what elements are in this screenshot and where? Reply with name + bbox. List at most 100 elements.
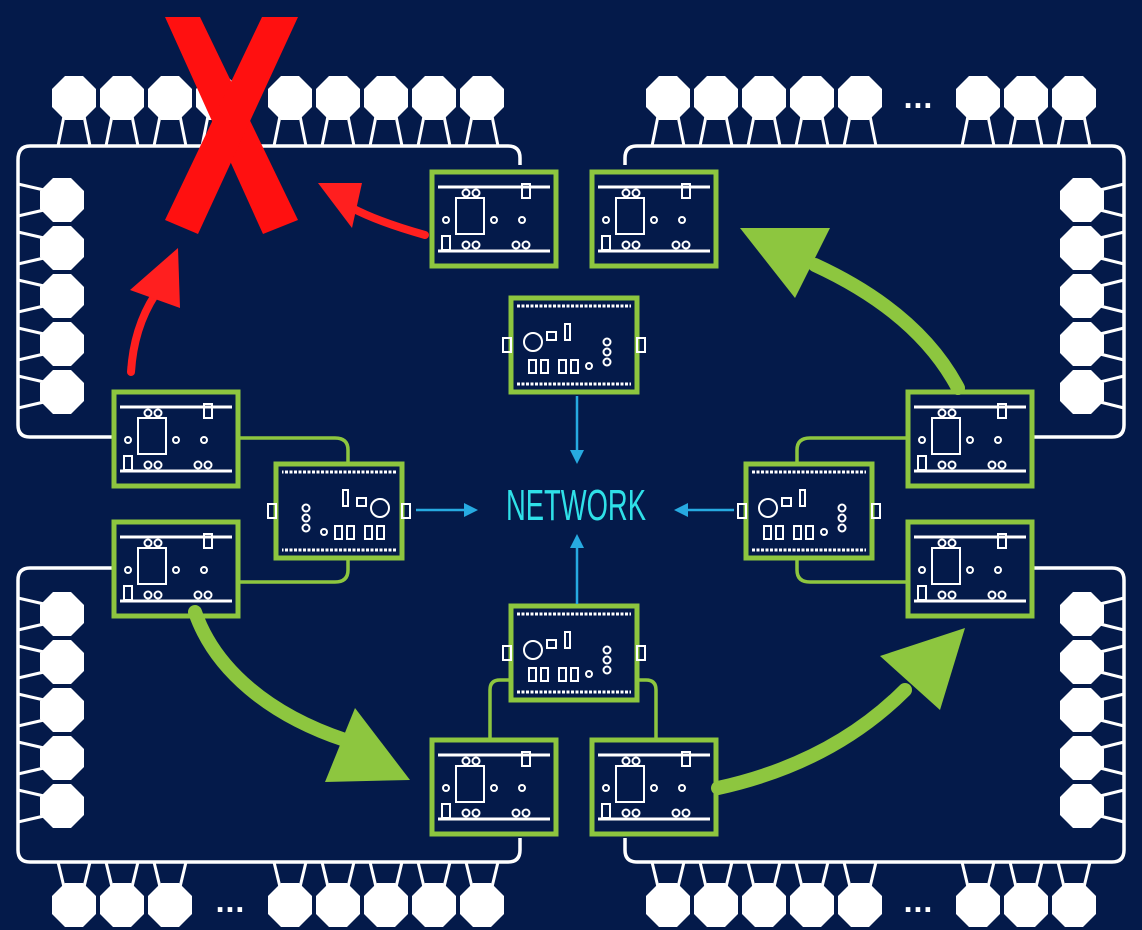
led-row-bottom-right-stub [842,861,878,888]
bridge-traces [238,436,908,738]
trace-left-top [238,436,350,466]
led-col-top-left-stub [17,278,45,314]
network-label: NETWORK [506,480,646,529]
led-row-top-left-stub [56,115,92,147]
led-col-bottom-left-stub [17,692,45,728]
led-node-icon [790,76,834,120]
led-row-top-right-stub [842,115,878,147]
led-node-icon [646,883,690,927]
led-row-bottom-left-stub [272,861,308,888]
led-node-icon [694,883,738,927]
failure-x-icon [165,17,298,234]
led-row-bottom-left-stub [152,861,188,888]
trace-bottom-right [630,678,658,738]
led-col-bottom-left-stub [17,596,45,632]
led-col-bottom-right-stub [1099,788,1125,824]
led-node-icon [1060,226,1104,270]
controller-board-right-upper [908,392,1032,486]
led-node-icon [956,76,1000,120]
led-row-top-right-stub [794,115,830,147]
led-col-top-left-stub [17,374,45,410]
controller-board-top-left [432,172,556,266]
led-node-icon [790,883,834,927]
led-node-icon [52,883,96,927]
led-row-bottom-right-stub [1056,861,1092,888]
led-col-top-right-stub [1099,278,1125,314]
handoff-arrowhead-right [880,628,965,710]
led-col-top-left-stub [17,326,45,362]
led-row-top-right-stub [746,115,782,147]
led-row-bottom-left-stub [368,861,404,888]
bridge-board-top [503,298,645,392]
led-row-bottom-right-stub [698,861,734,888]
led-node-icon [1060,592,1104,636]
led-node-icon [40,322,84,366]
led-node-icon [838,76,882,120]
led-node-icon [742,883,786,927]
led-node-icon [40,178,84,222]
led-row-top-left-stub [152,115,188,147]
trace-bottom-left [488,678,516,738]
trace-right-top [795,436,908,466]
led-row-bottom-right-stub [960,861,996,888]
led-node-icon [316,76,360,120]
handoff-arrowhead-top [740,228,830,298]
led-col-top-left-stub [17,230,45,266]
controller-board-bottom-right [592,740,716,834]
wire-loop-bottom-left [16,566,522,864]
led-node-icon [1060,370,1104,414]
led-node-icon [838,883,882,927]
led-node-icon [1060,274,1104,318]
led-col-top-right-stub [1099,230,1125,266]
led-row-top-right-stub [1056,115,1092,147]
led-node-icon [1060,688,1104,732]
led-node-icon [412,883,456,927]
failed-arrow-top [348,204,429,239]
controller-board-left-upper [114,392,238,486]
led-node-icon [100,76,144,120]
led-node-icon [1060,322,1104,366]
led-row-top-right-stub [650,115,686,147]
trace-left-bottom [238,553,350,584]
failed-arrow-left [127,291,159,376]
controller-board-top-right [592,172,716,266]
led-col-bottom-right-stub [1099,692,1125,728]
handoff-arrow-left-to-bottom [188,605,352,747]
led-col-bottom-right-stub [1099,596,1125,632]
handoff-arrow-bottom-to-right [711,683,912,795]
led-node-icon [1060,640,1104,684]
led-node-icon [1004,883,1048,927]
wiring-loops [16,144,1126,864]
failed-arrows [127,183,429,376]
led-node-icon [52,76,96,120]
wire-loop-top-left [16,144,522,439]
led-col-bottom-left-stub [17,644,45,680]
led-row-top-left-stub [416,115,452,147]
led-node-icon [40,274,84,318]
led-row-top-right-stub [1008,115,1044,147]
failed-arrowhead-top [318,183,362,228]
led-col-bottom-left-stub [17,740,45,776]
bridge-board-bottom [503,606,645,700]
led-node-icon [148,76,192,120]
led-row-top-right-stub [698,115,734,147]
led-col-bottom-right-stub [1099,740,1125,776]
led-col-top-right-stub [1099,326,1125,362]
bridge-board-right [738,464,880,558]
led-row-bottom-left-stub [320,861,356,888]
led-node-icon [1060,736,1104,780]
led-row-bottom-left-stub [104,861,140,888]
led-node-icon [40,784,84,828]
led-node-icon [268,76,312,120]
arrowhead-left [464,503,478,517]
handoff-arrowhead-bottom [325,708,410,782]
led-node-icon [40,226,84,270]
led-node-icon [1060,178,1104,222]
arrowhead-bottom [570,534,584,548]
trace-right-bottom [795,553,908,584]
arrowhead-top [570,450,584,464]
led-col-top-right-stub [1099,374,1125,410]
led-row-top-left-stub [464,115,500,147]
